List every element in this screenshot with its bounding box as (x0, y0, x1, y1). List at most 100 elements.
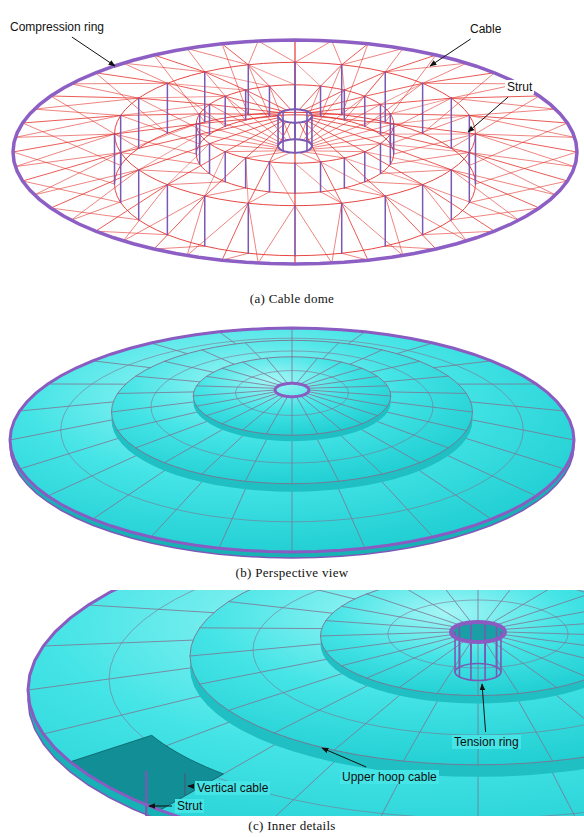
hoop-line (151, 351, 433, 463)
radial-cable (193, 390, 275, 396)
radial-cable (342, 606, 455, 627)
tension-ring (275, 383, 309, 396)
ridge-cable (248, 162, 269, 203)
surface-cable (34, 98, 138, 109)
diagonal-cable (385, 55, 436, 122)
radial-cable (318, 440, 339, 481)
strut (459, 627, 461, 667)
surface-cable (167, 83, 245, 90)
ridge-cable (394, 124, 476, 134)
surface-cable (121, 104, 210, 115)
radial-cable (300, 362, 341, 384)
ridge-cable (423, 185, 495, 232)
diagonal-cable (121, 115, 200, 143)
hoop-line (388, 600, 568, 668)
diagonal-cable (248, 192, 269, 203)
radial-cable (557, 696, 584, 751)
leader-line (430, 39, 471, 66)
surface-cable (139, 96, 226, 98)
radial-cable (308, 386, 387, 388)
radial-cable (326, 635, 452, 652)
diagonal-cable (167, 182, 225, 185)
diagonal-cable (295, 85, 296, 139)
tension-ring (278, 109, 312, 122)
surface-cable (15, 134, 114, 167)
surface-cable (15, 153, 120, 167)
strut (475, 134, 477, 184)
upper-hoop-cable (196, 85, 393, 163)
diagonal-cable (51, 96, 139, 148)
leader-lines (72, 37, 508, 806)
radial-cable (118, 412, 197, 430)
strut (320, 86, 322, 116)
strut (344, 90, 346, 120)
compression-ring (10, 328, 574, 552)
strut (248, 65, 250, 115)
diagonal-cable (200, 134, 279, 148)
strut (294, 163, 296, 193)
ridge-cable (299, 86, 320, 109)
surface-cable (475, 134, 574, 167)
diagonal-cable (321, 192, 342, 203)
surface-cable (385, 63, 466, 72)
surface-cable (390, 98, 451, 114)
compression-ring (28, 590, 584, 816)
diagonal-cable (246, 152, 287, 158)
radial-cable (377, 376, 448, 382)
diagonal-cable (295, 153, 296, 163)
diagonal-cable (248, 65, 269, 116)
radial-cable (222, 395, 280, 424)
radial-cable (387, 412, 466, 430)
radial-cable (292, 397, 293, 435)
strut (196, 124, 198, 154)
strut (245, 158, 247, 188)
strut (451, 170, 453, 220)
ridge-cable (205, 72, 246, 90)
tension-ring (278, 139, 312, 152)
roof-membrane (10, 328, 574, 552)
surface-cable (246, 158, 249, 203)
ridge-cable (295, 206, 296, 264)
radial-cable (326, 621, 452, 630)
radial-cable (501, 637, 584, 666)
radial-cable (207, 393, 278, 415)
leader-line (149, 806, 172, 807)
diagonal-cable (311, 114, 390, 144)
radial-cable (309, 390, 391, 396)
ridge-cable (451, 96, 539, 98)
strut (344, 158, 346, 188)
radial-cable (274, 686, 366, 733)
strut (138, 170, 140, 220)
surface-cable (423, 185, 519, 220)
hoop-line (61, 338, 523, 522)
ridge-cable (469, 115, 567, 123)
surface-cable (423, 63, 467, 83)
ridge-cable (307, 96, 365, 111)
radial-cable (478, 642, 479, 695)
radial-cable (202, 436, 243, 474)
surface-cable (451, 170, 518, 220)
radial-cable (229, 674, 342, 711)
diagonal-cable (139, 98, 210, 134)
ridge-cable (380, 144, 451, 170)
surface-cable (71, 170, 138, 220)
radial-cable (399, 590, 464, 623)
strut (422, 83, 424, 133)
diagonal-cable (311, 134, 390, 148)
radial-cable (164, 430, 222, 463)
part-label: Strut (175, 799, 204, 813)
diagonal-cable (310, 144, 381, 150)
strut (282, 111, 284, 141)
upper-hoop-cable (115, 62, 476, 205)
leader-line (188, 786, 192, 787)
radial-cable (478, 777, 479, 816)
diagonal-cable (390, 153, 469, 165)
strut (390, 114, 392, 144)
radial-cable (367, 639, 459, 678)
radial-cable (197, 386, 276, 388)
radial-cable (403, 701, 437, 761)
radial-cable (112, 402, 194, 412)
compression-ring (13, 40, 577, 264)
strut (269, 86, 271, 116)
